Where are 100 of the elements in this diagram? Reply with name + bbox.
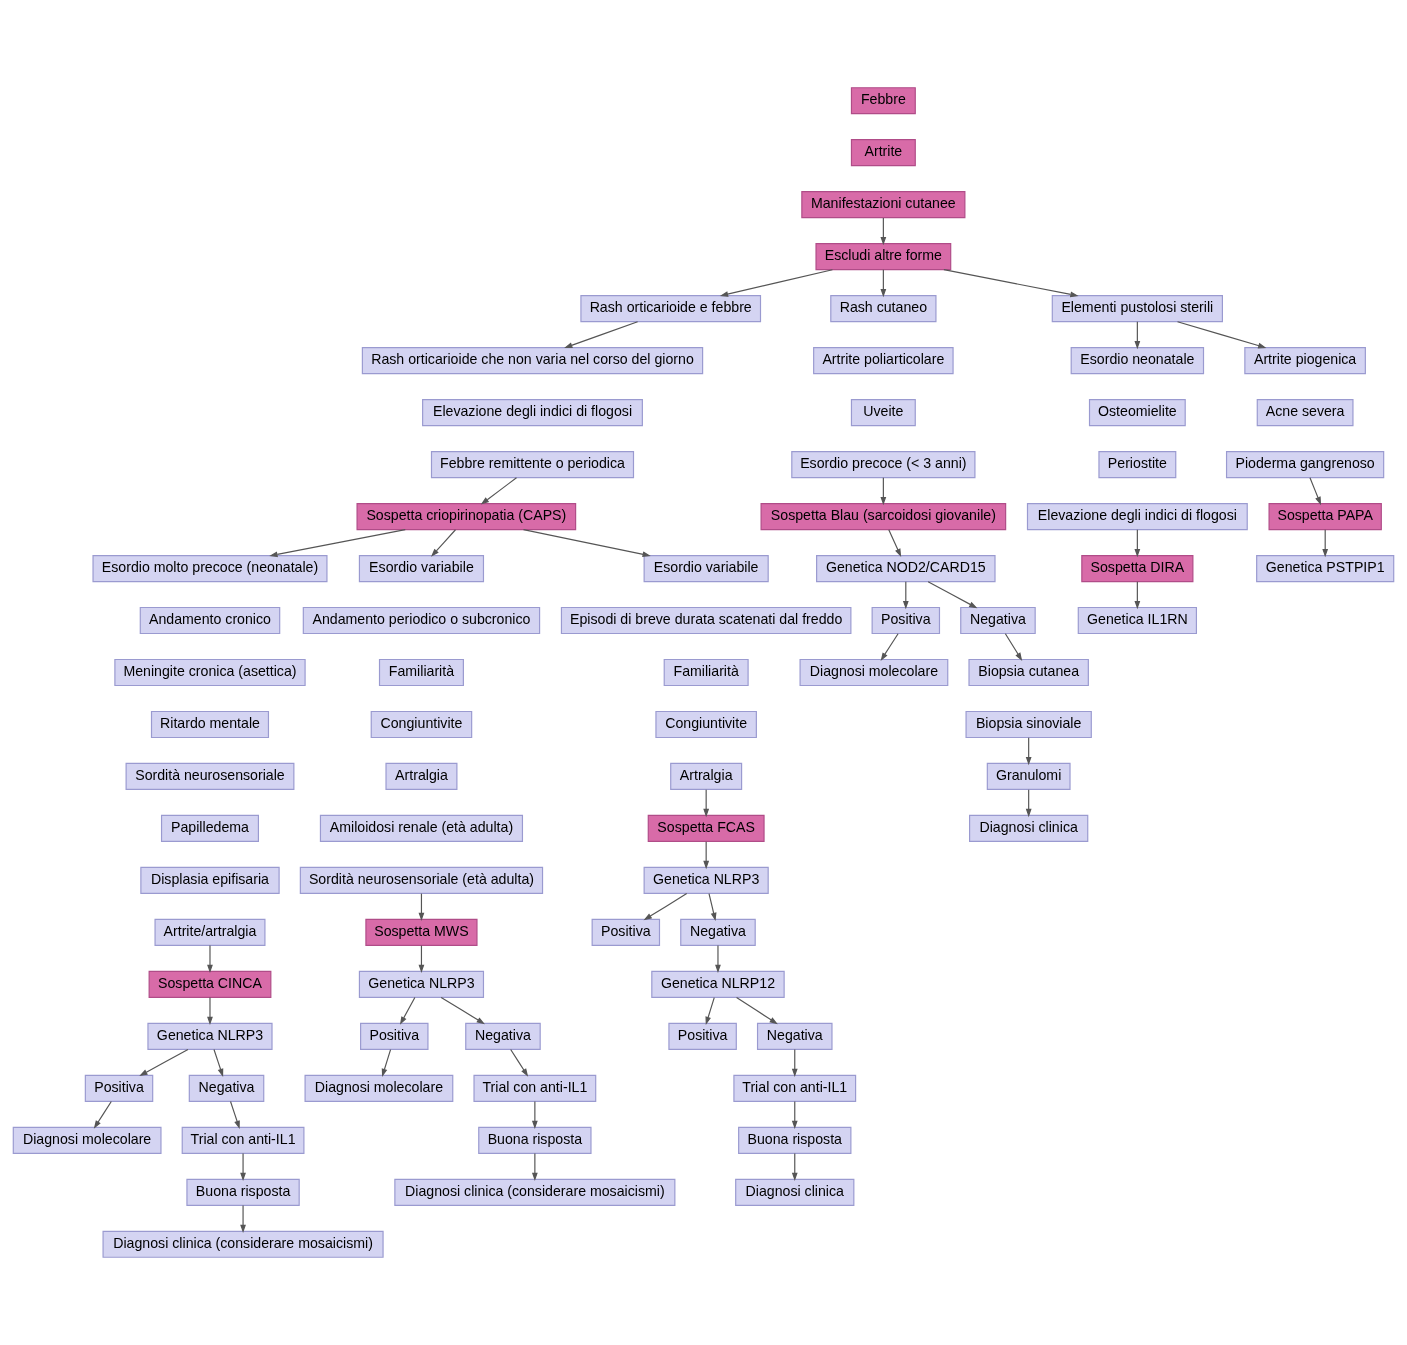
node-box: Rash orticarioide e febbre <box>580 295 762 323</box>
node-box: Sospetta criopirinopatia (CAPS) <box>356 503 577 531</box>
node-box: Sospetta Blau (sarcoidosi giovanile) <box>760 503 1007 531</box>
node-box: Diagnosi clinica <box>735 1178 855 1206</box>
node-box: Positiva <box>360 1022 429 1050</box>
node-box: Positiva <box>871 606 941 635</box>
arrow <box>564 321 639 349</box>
node-box: Artrite <box>850 139 916 167</box>
node-box: Pioderma gangrenoso <box>1225 451 1385 479</box>
arrow <box>1309 477 1322 506</box>
node-box: Papilledema <box>160 814 259 842</box>
arrow <box>480 477 518 505</box>
arrow <box>719 269 833 297</box>
node-box: Buona risposta <box>478 1126 592 1154</box>
node-box: Amiloidosi renale (età adulta) <box>319 814 524 842</box>
node-box: Diagnosi molecolare <box>12 1126 162 1154</box>
arrow <box>1004 633 1023 661</box>
node-box: Esordio variabile <box>643 554 769 583</box>
arrow <box>791 1048 798 1078</box>
node-box: Granulomi <box>986 762 1071 791</box>
node-box: Sospetta PAPA <box>1268 503 1382 531</box>
node-box: Artrite piogenica <box>1244 347 1366 375</box>
node-box: Andamento cronico <box>139 606 281 635</box>
node-box: Congiuntivite <box>655 710 757 739</box>
node-box: Buona risposta <box>186 1178 300 1206</box>
arrow <box>791 1152 798 1181</box>
node-box: Febbre remittente o periodica <box>430 451 635 479</box>
arrow <box>440 997 485 1025</box>
node-box: Displasia epifisaria <box>140 866 280 894</box>
node-box: Manifestazioni cutanee <box>801 191 966 219</box>
node-box: Genetica NLRP3 <box>358 970 485 998</box>
node-box: Genetica IL1RN <box>1077 606 1197 635</box>
node-box: Trial con anti-IL1 <box>181 1126 305 1154</box>
node-box: Genetica NLRP12 <box>651 970 785 998</box>
node-box: Uveite <box>850 399 916 427</box>
arrow <box>927 581 978 609</box>
arrow <box>1322 529 1329 558</box>
node-box: Trial con anti-IL1 <box>473 1074 597 1102</box>
arrow <box>93 1100 112 1129</box>
node-box: Positiva <box>668 1022 737 1050</box>
node-box: Acne severa <box>1256 399 1354 427</box>
arrow <box>1134 581 1141 610</box>
node-box: Diagnosi molecolare <box>304 1074 454 1102</box>
arrow <box>708 893 717 922</box>
node-box: Familiarità <box>663 658 749 687</box>
node-box: Periostite <box>1098 451 1177 479</box>
node-box: Genetica NLRP3 <box>643 866 769 894</box>
node-box: Esordio variabile <box>358 554 485 583</box>
node-box: Esordio molto precoce (neonatale) <box>92 554 328 583</box>
node-box: Trial con anti-IL1 <box>733 1074 857 1102</box>
arrow <box>880 633 899 661</box>
node-box: Negativa <box>188 1074 265 1102</box>
node-box: Congiuntivite <box>370 710 473 739</box>
node-box: Andamento periodico o subcronico <box>302 606 541 635</box>
node-box: Elementi pustolosi sterili <box>1051 295 1223 323</box>
arrow <box>399 997 416 1025</box>
node-box: Artrite poliarticolare <box>813 347 954 375</box>
node-box: Sospetta FCAS <box>647 814 765 842</box>
node-box: Rash orticarioide che non varia nel corso del giorno <box>361 347 704 375</box>
node-box: Sospetta CINCA <box>148 970 272 998</box>
arrow <box>139 1048 189 1077</box>
node-box: Elevazione degli indici di flogosi <box>1026 503 1248 531</box>
arrow <box>240 1204 246 1233</box>
node-box: Esordio precoce (< 3 anni) <box>791 451 976 479</box>
node-box: Diagnosi clinica <box>969 814 1089 842</box>
arrow <box>531 1100 538 1130</box>
node-box: Negativa <box>465 1022 541 1050</box>
node-box: Sordità neurosensoriale (età adulta) <box>299 866 544 894</box>
arrow <box>735 997 778 1025</box>
node-box: Artralgia <box>670 762 743 791</box>
arrow <box>510 1048 529 1077</box>
node-box: Familiarità <box>378 658 464 687</box>
arrow <box>703 841 710 870</box>
node-box: Sospetta DIRA <box>1081 554 1194 583</box>
node-box: Diagnosi molecolare <box>799 658 949 687</box>
arrow <box>240 1152 246 1181</box>
arrow <box>1134 529 1141 558</box>
node-box: Febbre <box>850 87 916 115</box>
arrow <box>943 269 1079 298</box>
arrow <box>880 477 887 506</box>
node-box: Episodi di breve durata scatenati dal freddo <box>560 606 852 635</box>
arrow <box>431 529 457 557</box>
node-box: Biopsia sinoviale <box>965 710 1092 739</box>
arrow <box>213 1048 224 1077</box>
arrow <box>703 789 710 818</box>
arrow <box>207 945 213 974</box>
node-box: Ritardo mentale <box>150 710 270 739</box>
node-box: Sospetta MWS <box>365 918 478 946</box>
node-box: Buona risposta <box>738 1126 852 1154</box>
arrow <box>522 529 651 558</box>
arrow <box>1025 737 1032 766</box>
arrow <box>643 893 688 921</box>
node-box: Meningite cronica (asettica) <box>114 658 306 687</box>
node-box: Negativa <box>756 1022 833 1050</box>
arrow <box>902 581 909 610</box>
node-box: Positiva <box>84 1074 154 1102</box>
arrow <box>531 1152 538 1181</box>
arrow <box>381 1048 392 1077</box>
arrow <box>229 1100 240 1129</box>
arrow <box>715 945 721 974</box>
